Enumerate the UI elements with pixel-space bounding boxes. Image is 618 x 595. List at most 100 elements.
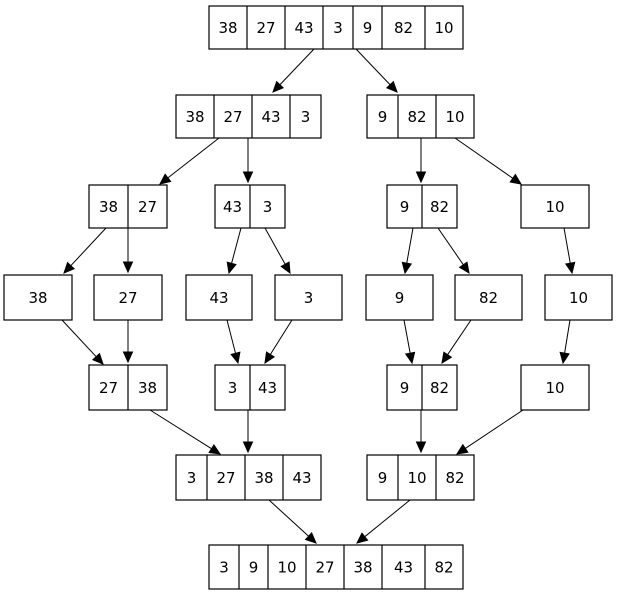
arrow-head [564, 261, 576, 275]
cell-value: 10 [277, 559, 296, 577]
edge-n7-n14 [61, 319, 104, 365]
edge-n13-n17 [559, 319, 571, 365]
cell-value: 43 [261, 108, 280, 126]
cell-value: 3 [219, 559, 229, 577]
array-node-n6: 10 [520, 184, 590, 229]
cell-value: 3 [228, 379, 238, 397]
cell-value: 27 [118, 289, 137, 307]
array-node-n10: 3 [274, 274, 343, 321]
edge-line [364, 499, 411, 538]
array-node-n9: 43 [185, 274, 253, 321]
cell-value: 10 [407, 469, 426, 487]
arrow-head [159, 173, 172, 185]
cell-value: 9 [400, 198, 410, 216]
edge-line [563, 227, 571, 264]
cell-value: 3 [304, 289, 314, 307]
array-box [185, 274, 253, 321]
arrow-head [264, 351, 276, 365]
arrow-head [242, 171, 254, 184]
edge-n9-n15 [226, 319, 241, 365]
cell-value: 82 [394, 19, 413, 37]
edge-line [564, 319, 571, 354]
edge-line [268, 499, 309, 537]
edge-n5-n11 [401, 227, 414, 275]
edge-n0-n1 [272, 48, 315, 93]
edge-line [70, 227, 107, 267]
cell-value: 9 [378, 108, 388, 126]
edge-line [406, 227, 414, 264]
cell-value: 3 [333, 19, 343, 37]
array-box [175, 94, 322, 139]
edge-n8-n14 [122, 320, 134, 364]
array-box [274, 274, 343, 321]
cell-value: 27 [138, 198, 157, 216]
array-node-n13: 10 [544, 274, 613, 321]
array-box [208, 5, 464, 50]
arrow-head [230, 351, 241, 365]
array-box [520, 184, 590, 229]
cell-value: 43 [292, 469, 311, 487]
edge-line [149, 409, 212, 450]
edge-line [61, 319, 97, 358]
cell-value: 27 [256, 19, 275, 37]
cell-value: 3 [263, 198, 273, 216]
arrow-head [63, 261, 76, 274]
arrow-head [415, 441, 427, 454]
cell-value: 38 [218, 19, 237, 37]
arrow-head [304, 532, 317, 544]
cell-value: 43 [394, 559, 413, 577]
arrow-head [122, 261, 134, 274]
edge-line [226, 319, 237, 354]
array-node-n8: 27 [93, 274, 163, 321]
cell-value: 27 [223, 108, 242, 126]
cell-value: 82 [434, 559, 453, 577]
edge-line [279, 48, 315, 86]
cell-value: 3 [187, 469, 197, 487]
edge-line [403, 319, 411, 354]
arrow-head [385, 80, 398, 93]
arrow-head [356, 532, 369, 544]
arrow-head [226, 261, 237, 275]
edge-line [355, 48, 391, 86]
arrow-head [242, 441, 254, 454]
array-box [175, 454, 322, 501]
edge-n1-n3 [159, 137, 220, 185]
edge-n1-n4 [242, 138, 254, 184]
arrow-head [458, 261, 470, 275]
cell-value: 38 [353, 559, 372, 577]
cell-value: 43 [294, 19, 313, 37]
cell-value: 27 [315, 559, 334, 577]
edge-n3-n8 [122, 228, 134, 274]
cell-value: 43 [258, 379, 277, 397]
arrow-head [441, 351, 453, 365]
cell-value: 10 [545, 198, 564, 216]
edge-line [465, 409, 524, 449]
cell-value: 82 [430, 198, 449, 216]
edge-line [454, 137, 514, 179]
arrow-head [559, 351, 570, 365]
cell-value: 9 [400, 379, 410, 397]
array-box [520, 364, 590, 411]
cell-value: 10 [545, 379, 564, 397]
arrow-head [509, 173, 522, 185]
arrow-head [401, 261, 413, 275]
array-box [366, 454, 475, 501]
cell-value: 82 [479, 289, 498, 307]
array-box [365, 274, 434, 321]
cell-value: 38 [254, 469, 273, 487]
cell-value: 10 [445, 108, 464, 126]
cell-value: 9 [378, 469, 388, 487]
edge-n4-n10 [264, 227, 291, 275]
cell-value: 38 [99, 198, 118, 216]
edge-line [437, 227, 464, 266]
